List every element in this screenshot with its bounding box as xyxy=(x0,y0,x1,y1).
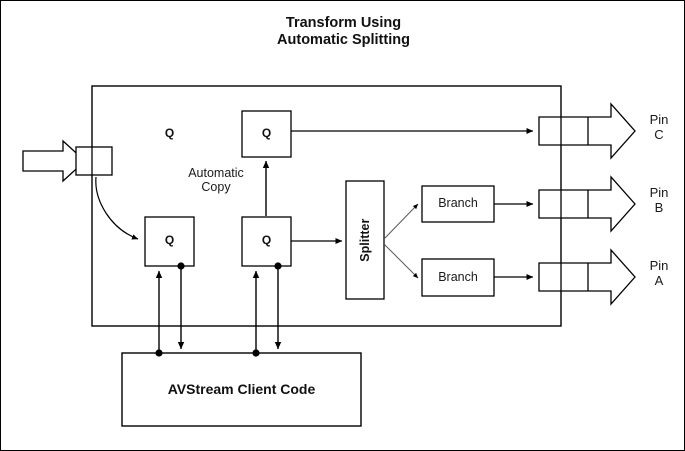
pin-b-line2: B xyxy=(654,199,664,215)
connector-q-input-to-client xyxy=(177,262,185,350)
pin-a-line1: Pin xyxy=(649,258,669,273)
q-box-top xyxy=(241,110,292,158)
connector-q-transform-to-client xyxy=(274,262,282,350)
connector-client-to-q-input xyxy=(155,270,163,357)
connector-splitter-to-branch-upper xyxy=(383,203,419,240)
diagram-title-line2: Automatic Splitting xyxy=(277,31,410,48)
pin-a-line2: A xyxy=(654,272,664,288)
pin-a-label: Pin A xyxy=(639,258,679,289)
input-stream-arrow xyxy=(22,139,86,183)
automatic-copy-label: Automatic Copy xyxy=(176,166,256,195)
input-pin-box xyxy=(75,146,113,176)
automatic-copy-line2: Copy xyxy=(201,180,231,195)
output-pin-b xyxy=(538,175,636,233)
q-box-transform-label: Q xyxy=(261,233,272,247)
pin-b-line1: Pin xyxy=(649,185,669,200)
branch-upper-label: Branch xyxy=(438,196,478,210)
q-box-input-label: Q xyxy=(164,233,175,247)
connector-input-to-queue xyxy=(95,176,139,240)
q-box-top-label-2: Q xyxy=(261,126,272,140)
connector-splitter-to-branch-lower xyxy=(383,243,419,279)
branch-box-lower xyxy=(421,258,495,297)
automatic-copy-line1: Automatic xyxy=(188,166,244,180)
avstream-client-box xyxy=(121,352,362,427)
splitter-box xyxy=(345,180,385,300)
pin-c-line1: Pin xyxy=(649,112,669,127)
output-pin-a xyxy=(538,248,636,306)
avstream-client-label: AVStream Client Code xyxy=(167,381,316,397)
pin-c-label: Pin C xyxy=(639,112,679,143)
diagram-title: Transform Using Automatic Splitting xyxy=(1,15,684,48)
output-pin-c xyxy=(538,102,636,160)
diagram-title-line1: Transform Using xyxy=(285,15,402,31)
pin-c-line2: C xyxy=(654,126,664,142)
pin-b-label: Pin B xyxy=(639,185,679,216)
q-box-input xyxy=(144,216,195,267)
splitter-label: Splitter xyxy=(357,218,372,262)
q-box-top-label: Q xyxy=(164,126,175,140)
connector-client-to-q-transform xyxy=(252,270,260,357)
branch-lower-label: Branch xyxy=(438,270,478,284)
